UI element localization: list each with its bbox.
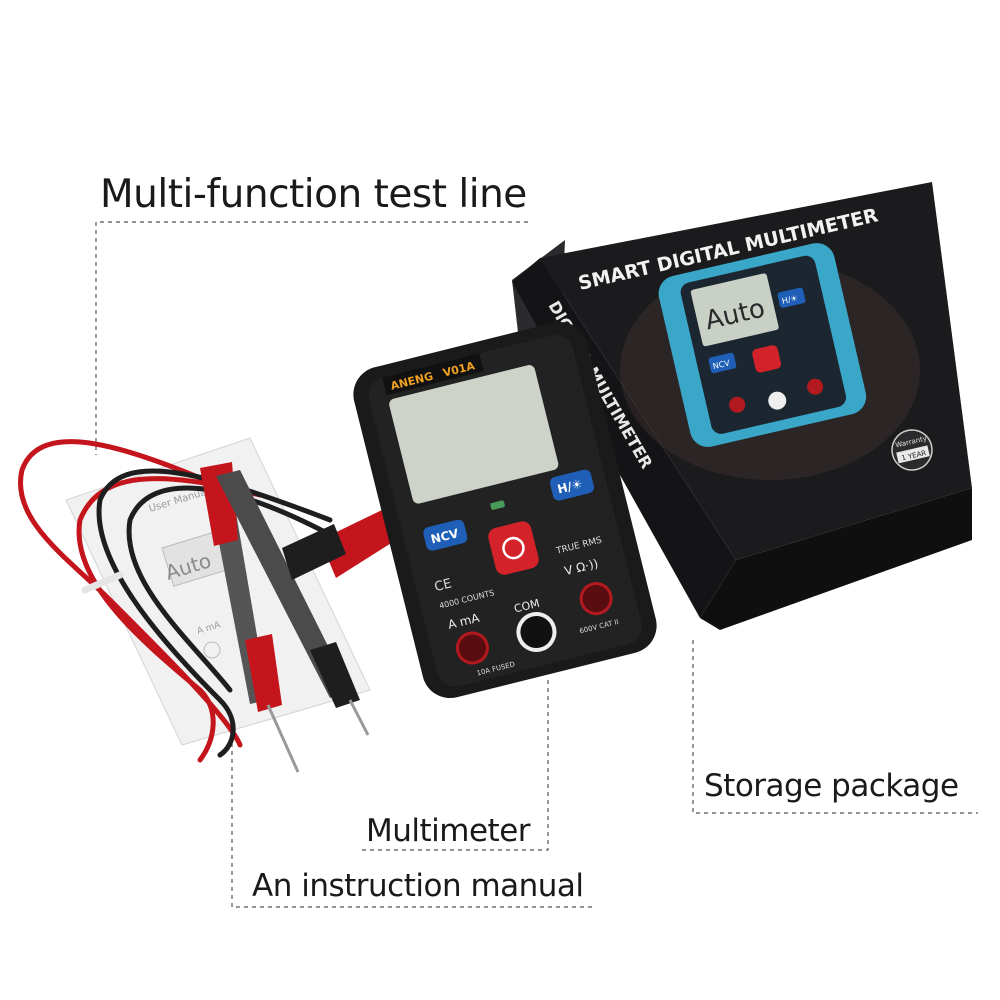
power-icon	[502, 536, 525, 560]
ncv-led	[490, 500, 505, 510]
multimeter: ANENG V01A H/☀ NCV TRUE RMS CE 4000 COUN…	[353, 321, 657, 699]
black-lead-wire	[96, 468, 333, 758]
box-meter-lcd	[690, 273, 779, 347]
leader-manual	[231, 735, 592, 908]
jack-com	[516, 612, 557, 653]
label-storage-package: Storage package	[704, 768, 959, 804]
hold-label: H/☀	[556, 477, 584, 497]
ncv-label: NCV	[429, 526, 460, 547]
probe-black-handle	[216, 470, 350, 698]
red-lead-wire-2	[76, 476, 263, 763]
box-meter-ncv-button	[708, 352, 737, 374]
hold-button	[549, 469, 594, 501]
box-meter-power-button	[752, 345, 781, 373]
power-button	[488, 521, 539, 575]
box-meter-jack-2	[768, 391, 787, 410]
com-label: COM	[513, 597, 541, 616]
probe-red-guard	[245, 634, 282, 712]
banana-plug-red	[320, 510, 396, 578]
ncv-button	[423, 519, 468, 551]
probe-black	[216, 470, 370, 736]
label-multimeter: Multimeter	[366, 813, 531, 849]
probe-black-tip	[348, 699, 370, 736]
probe-red-tip	[266, 704, 300, 773]
leader-test-line	[95, 221, 528, 455]
leader-lines	[95, 221, 978, 908]
box-meter-image: Auto NCV H/☀	[658, 243, 867, 447]
leader-multimeter	[360, 680, 549, 851]
box-meter-jack-3	[807, 378, 824, 395]
banana-plug-black	[282, 524, 346, 580]
jack-amp	[455, 631, 489, 665]
meter-lcd	[389, 365, 559, 504]
label-test-line: Multi-function test line	[100, 172, 527, 217]
ce-mark: CE	[433, 576, 453, 595]
box-meter-jack-1	[729, 396, 746, 413]
probe-black-guard	[310, 642, 360, 708]
label-instruction-manual: An instruction manual	[252, 868, 584, 904]
warranty-badge: Warranty 1 YEAR	[891, 429, 933, 471]
box-meter-hold-button	[777, 287, 806, 308]
banana-plugs	[282, 510, 396, 580]
wire-bundle-tie	[81, 571, 124, 594]
box-flap	[700, 488, 972, 630]
box-meter-hold-label: H/☀	[781, 294, 799, 306]
manual-sheet	[65, 437, 371, 746]
jack-volt	[579, 582, 613, 616]
leader-package	[692, 640, 978, 814]
meter-brand-plate	[382, 353, 484, 396]
box-meter-ncv-label: NCV	[712, 358, 731, 371]
manual-jack	[203, 641, 221, 659]
